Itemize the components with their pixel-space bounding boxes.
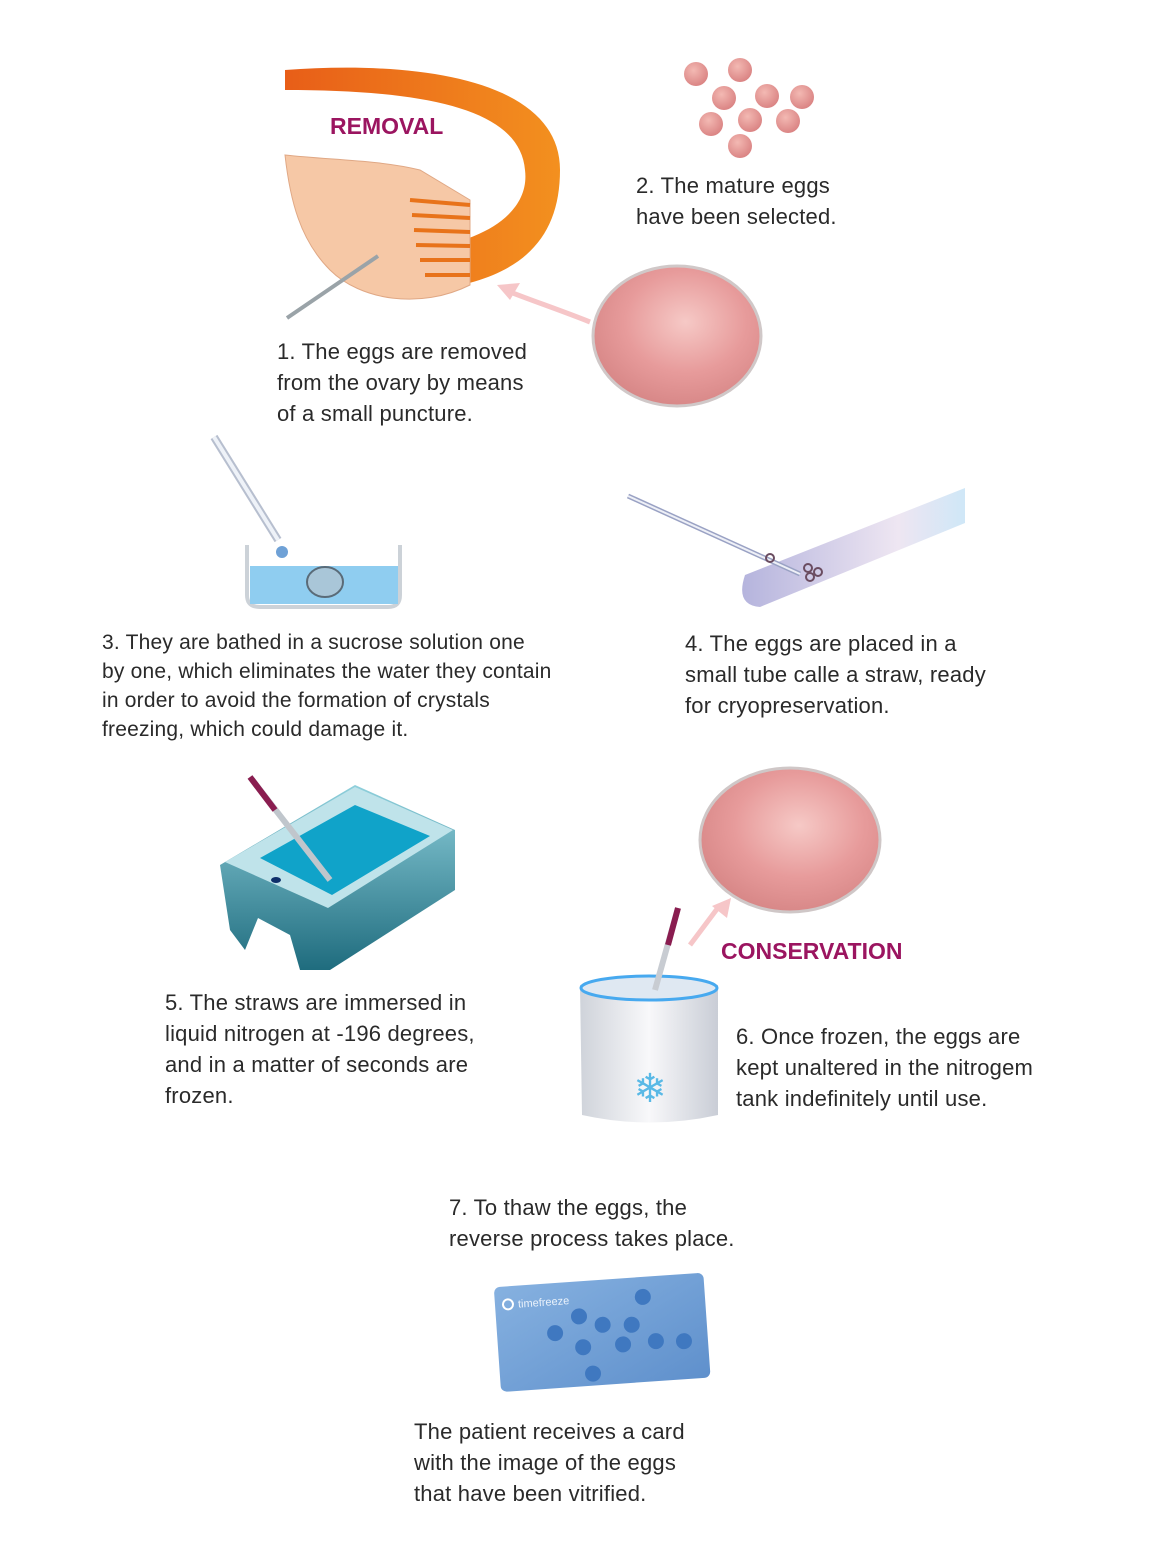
line: small tube calle a straw, ready: [685, 662, 986, 687]
line: and in a matter of seconds are: [165, 1052, 469, 1077]
step-5-text: 5. The straws are immersed in liquid nit…: [165, 987, 475, 1111]
ovary-illustration: [284, 67, 591, 325]
line: tank indefinitely until use.: [736, 1086, 988, 1111]
step-6-text: 6. Once frozen, the eggs are kept unalte…: [736, 1021, 1033, 1114]
line: 3. They are bathed in a sucrose solution…: [102, 631, 525, 654]
nitrogen-box-illustration: [220, 775, 455, 970]
line: kept unaltered in the nitrogem: [736, 1055, 1034, 1080]
step-1-text: 1. The eggs are removed from the ovary b…: [277, 336, 527, 429]
line: frozen.: [165, 1083, 234, 1108]
line: 5. The straws are immersed in: [165, 990, 467, 1015]
step-2-text: 2. The mature eggs have been selected.: [636, 170, 837, 232]
line: liquid nitrogen at -196 degrees,: [165, 1021, 475, 1046]
egg-illustration: [591, 264, 763, 408]
line: 2. The mature eggs: [636, 173, 830, 198]
line: 7. To thaw the eggs, the: [449, 1195, 688, 1220]
line: 1. The eggs are removed: [277, 339, 528, 364]
line: freezing, which could damage it.: [102, 718, 409, 741]
card-brand: timefreeze: [518, 1295, 570, 1311]
snowflake-icon: ❄: [633, 1067, 667, 1111]
mature-eggs-illustration: [684, 58, 814, 158]
line: The patient receives a card: [414, 1419, 685, 1444]
patient-card: timefreeze: [494, 1273, 711, 1392]
step-4-text: 4. The eggs are placed in a small tube c…: [685, 628, 986, 721]
line: that have been vitrified.: [414, 1481, 647, 1506]
line: from the ovary by means: [277, 370, 524, 395]
sucrose-dish-illustration: [210, 434, 402, 609]
line: in order to avoid the formation of cryst…: [102, 689, 490, 712]
straw-illustration: [626, 488, 965, 607]
card-caption: The patient receives a card with the ima…: [414, 1416, 685, 1509]
nitrogen-tank-illustration: ❄: [579, 766, 882, 1123]
line: of a small puncture.: [277, 401, 473, 426]
line: 6. Once frozen, the eggs are: [736, 1024, 1021, 1049]
step-7-text: 7. To thaw the eggs, the reverse process…: [449, 1192, 735, 1254]
timefreeze-logo-icon: [501, 1298, 514, 1311]
line: have been selected.: [636, 204, 837, 229]
line: with the image of the eggs: [414, 1450, 677, 1475]
line: reverse process takes place.: [449, 1226, 735, 1251]
step-3-text: 3. They are bathed in a sucrose solution…: [102, 628, 551, 744]
removal-label: REMOVAL: [330, 113, 444, 139]
conservation-label: CONSERVATION: [721, 938, 903, 964]
line: 4. The eggs are placed in a: [685, 631, 957, 656]
line: for cryopreservation.: [685, 693, 890, 718]
line: by one, which eliminates the water they …: [102, 660, 552, 683]
